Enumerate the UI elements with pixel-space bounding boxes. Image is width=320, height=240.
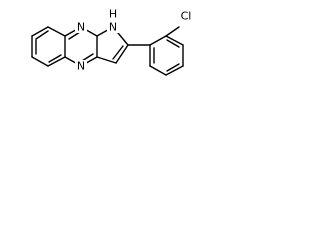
double-bond-inner <box>48 54 62 63</box>
bond <box>31 26 49 37</box>
chlorine-label: Cl <box>181 10 192 23</box>
bond <box>115 44 129 64</box>
bond <box>165 35 184 46</box>
bond <box>47 26 66 37</box>
pyrrole-hydrogen-label: H <box>109 8 117 21</box>
double-bond-inner <box>166 63 180 72</box>
bond <box>96 56 117 64</box>
double-bond-inner <box>81 53 94 62</box>
benzene-ring-left <box>31 26 66 67</box>
double-bond-inner <box>112 45 124 60</box>
molecule-structure: N N N H Cl <box>0 0 251 106</box>
bond-to-chlorine <box>165 26 180 37</box>
nitrogen-top-label: N <box>77 21 85 34</box>
label-knockout <box>177 10 193 23</box>
pyrrole-nitrogen-label: N <box>109 21 117 34</box>
bond <box>149 65 167 76</box>
bond <box>149 35 167 46</box>
double-bond-inner <box>68 31 81 40</box>
bond <box>31 56 49 67</box>
double-bond-inner <box>35 30 49 40</box>
nitrogen-bottom-label: N <box>77 60 85 73</box>
label-knockout <box>75 21 87 33</box>
double-bond-inner <box>166 39 180 48</box>
label-knockout <box>107 21 119 33</box>
bond <box>47 56 66 67</box>
bond <box>165 65 184 76</box>
label-knockout <box>75 60 87 72</box>
chlorophenyl-ring <box>149 35 184 76</box>
